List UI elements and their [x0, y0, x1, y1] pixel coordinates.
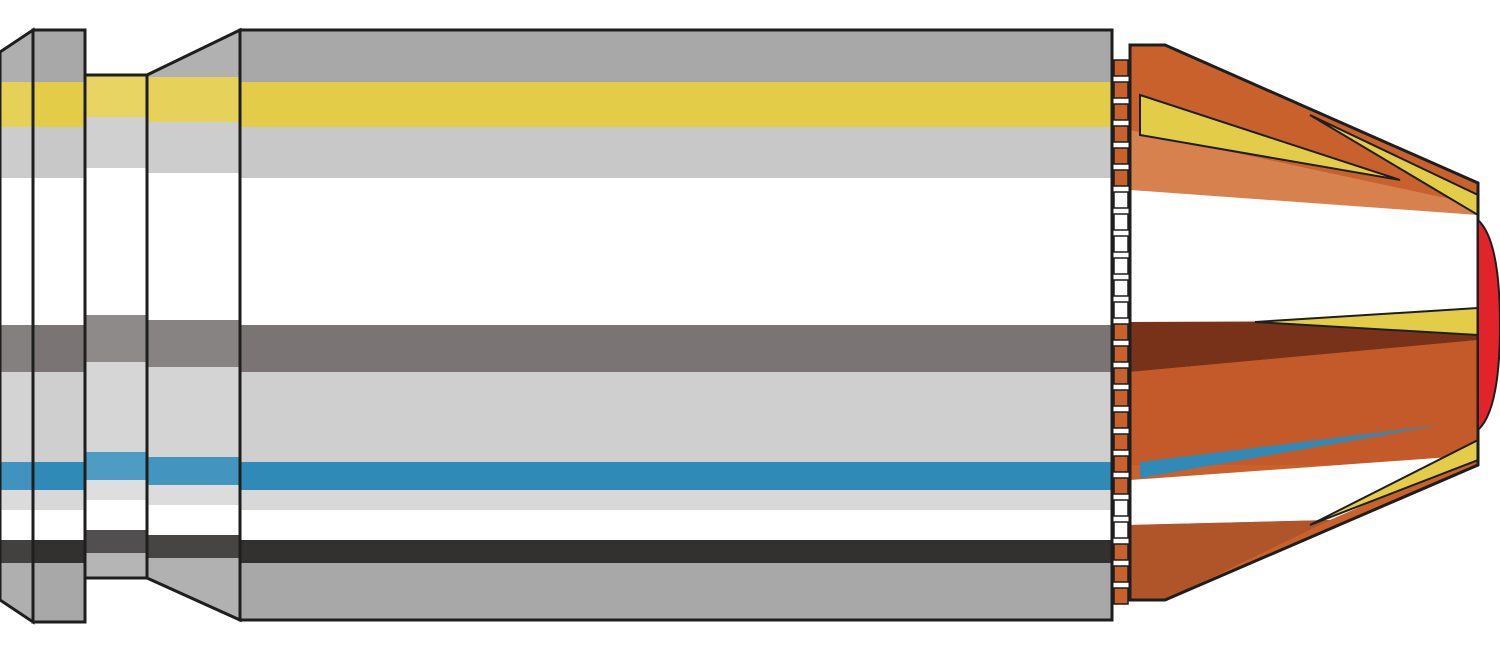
case-band: [33, 540, 85, 563]
case-band: [147, 77, 240, 122]
crimp-segment: [1113, 279, 1129, 297]
bullet: [1130, 45, 1478, 600]
case-band: [85, 117, 147, 168]
case-band: [85, 553, 147, 578]
case-band: [240, 490, 1112, 510]
crimp-segment: [1113, 257, 1129, 275]
case-band: [240, 178, 1112, 325]
case-band: [85, 75, 147, 117]
case-band: [33, 462, 85, 490]
case-band: [240, 540, 1112, 563]
case-band: [240, 462, 1112, 490]
rim: [33, 30, 85, 622]
rim-bevel: [0, 30, 33, 622]
case-band: [85, 480, 147, 500]
case-band: [85, 168, 147, 315]
crimp-segment: [1113, 323, 1129, 341]
case-band: [240, 82, 1112, 127]
crimp-segment: [1113, 191, 1129, 209]
crimp-segment: [1113, 345, 1129, 363]
crimp-segment: [1113, 587, 1129, 605]
crimp-segment: [1113, 521, 1129, 539]
case-body-outline: [238, 28, 1114, 622]
crimp-segment: [1113, 103, 1129, 121]
rim-outline: [31, 28, 87, 624]
crimp-segment: [1113, 367, 1129, 385]
case-band: [85, 315, 147, 362]
crimp-segment: [1113, 477, 1129, 495]
crimp-segment: [1113, 125, 1129, 143]
case-band: [85, 362, 147, 452]
case-parts: [0, 27, 1114, 625]
crimp-segment: [1113, 499, 1129, 517]
bullet-tip: [1477, 217, 1500, 433]
case-band: [33, 510, 85, 540]
case-band: [147, 535, 240, 558]
case-band: [240, 372, 1112, 462]
case-band: [0, 178, 33, 325]
case-band: [33, 325, 85, 372]
crimp-segment: [1113, 565, 1129, 583]
bullet-outline: [1128, 43, 1480, 602]
crimp-segment: [1113, 301, 1129, 319]
case-band: [0, 462, 33, 490]
case-band: [85, 530, 147, 553]
case-band: [147, 505, 240, 535]
case-band: [147, 367, 240, 457]
case-band: [147, 173, 240, 320]
case-band: [33, 372, 85, 462]
case-band: [0, 127, 33, 178]
case-band: [0, 325, 33, 372]
case-band: [33, 82, 85, 127]
crimp-segment: [1113, 81, 1129, 99]
case-band: [240, 510, 1112, 540]
case-band: [0, 510, 33, 540]
case-band: [240, 127, 1112, 178]
crimp-segment: [1113, 59, 1129, 77]
crimp-segment: [1113, 169, 1129, 187]
case-band: [240, 563, 1112, 620]
case-band: [85, 500, 147, 530]
case-band: [147, 122, 240, 173]
case-band: [33, 178, 85, 325]
case-band: [0, 540, 33, 563]
case-band: [85, 452, 147, 480]
case-band: [240, 325, 1112, 372]
crimp-segment: [1113, 389, 1129, 407]
case-body: [240, 30, 1112, 620]
case-band: [147, 457, 240, 485]
case-band: [0, 372, 33, 462]
case-band: [147, 320, 240, 367]
crimp-ring: [1113, 59, 1129, 605]
case-band: [147, 485, 240, 505]
crimp-segment: [1113, 235, 1129, 253]
case-band: [0, 490, 33, 510]
crimp-segment: [1113, 433, 1129, 451]
crimp-segment: [1113, 411, 1129, 429]
case-band: [33, 490, 85, 510]
extractor-groove: [85, 75, 147, 578]
case-band: [33, 30, 85, 82]
case-band: [0, 82, 33, 127]
crimp-segment: [1113, 455, 1129, 473]
case-band: [33, 127, 85, 178]
case-band: [240, 30, 1112, 82]
crimp-segment: [1113, 213, 1129, 231]
case-band: [33, 563, 85, 622]
crimp-segment: [1113, 543, 1129, 561]
crimp-segment: [1113, 147, 1129, 165]
